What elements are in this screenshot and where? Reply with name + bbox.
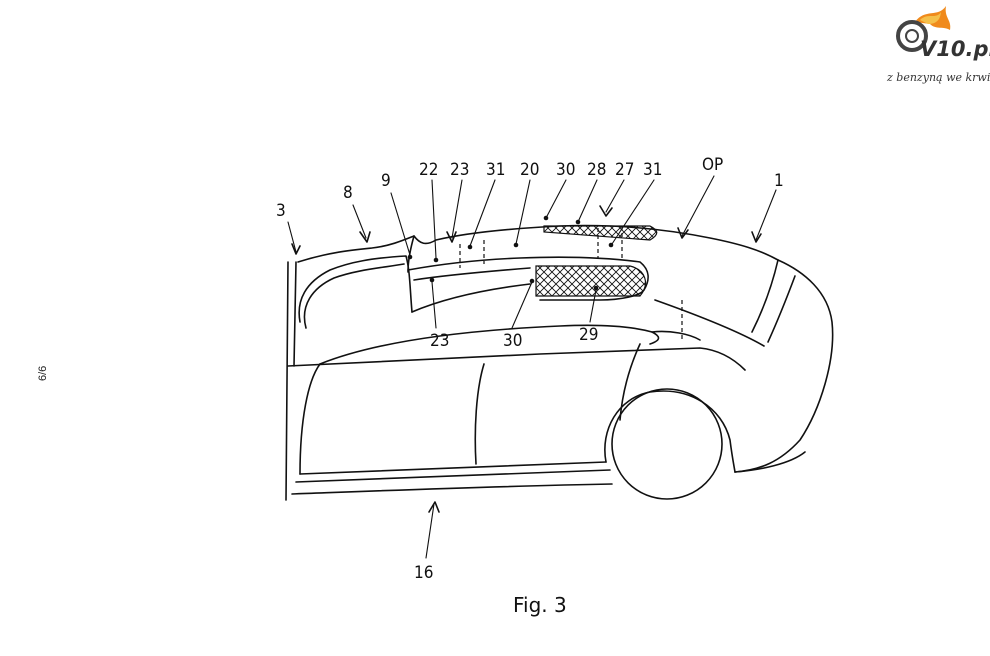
rear-wheel xyxy=(611,388,723,500)
label-22: 22 xyxy=(419,160,438,180)
label-OP: OP xyxy=(702,155,723,175)
body-side xyxy=(287,347,746,371)
logo-text: V10.pl xyxy=(920,37,990,61)
label-31-left: 31 xyxy=(486,160,505,180)
label-16: 16 xyxy=(414,563,433,583)
wheel-arch xyxy=(604,390,736,473)
hatched-area-29 xyxy=(535,265,647,297)
sill xyxy=(299,461,607,475)
vehicle-drawing xyxy=(285,224,834,501)
label-8: 8 xyxy=(343,183,353,203)
label-30-bottom: 30 xyxy=(503,331,522,351)
tire-flame-icon xyxy=(896,6,951,52)
leader-lines xyxy=(287,175,777,559)
label-3: 3 xyxy=(276,201,286,221)
roof-outline xyxy=(297,224,779,263)
glazing-inner xyxy=(298,255,413,323)
label-28: 28 xyxy=(587,160,606,180)
label-20: 20 xyxy=(520,160,539,180)
label-31-right: 31 xyxy=(643,160,662,180)
logo: V10.pl z benzyną we krwi xyxy=(886,6,990,84)
label-27: 27 xyxy=(615,160,634,180)
label-29: 29 xyxy=(579,325,598,345)
hatched-area-28 xyxy=(543,225,658,241)
label-30-top: 30 xyxy=(556,160,575,180)
label-9: 9 xyxy=(381,171,391,191)
sheet-number: 6/6 xyxy=(37,366,49,381)
logo-tagline: z benzyną we krwi xyxy=(886,71,990,84)
reference-labels: 3 8 9 22 23 31 20 30 28 27 31 OP 1 23 30… xyxy=(276,155,784,583)
belt-line xyxy=(319,324,660,365)
figure-caption: Fig. 3 xyxy=(513,593,567,617)
label-23-top: 23 xyxy=(450,160,469,180)
label-23-bottom: 23 xyxy=(430,331,449,351)
rear-pillar xyxy=(734,259,834,473)
label-1: 1 xyxy=(774,171,784,191)
